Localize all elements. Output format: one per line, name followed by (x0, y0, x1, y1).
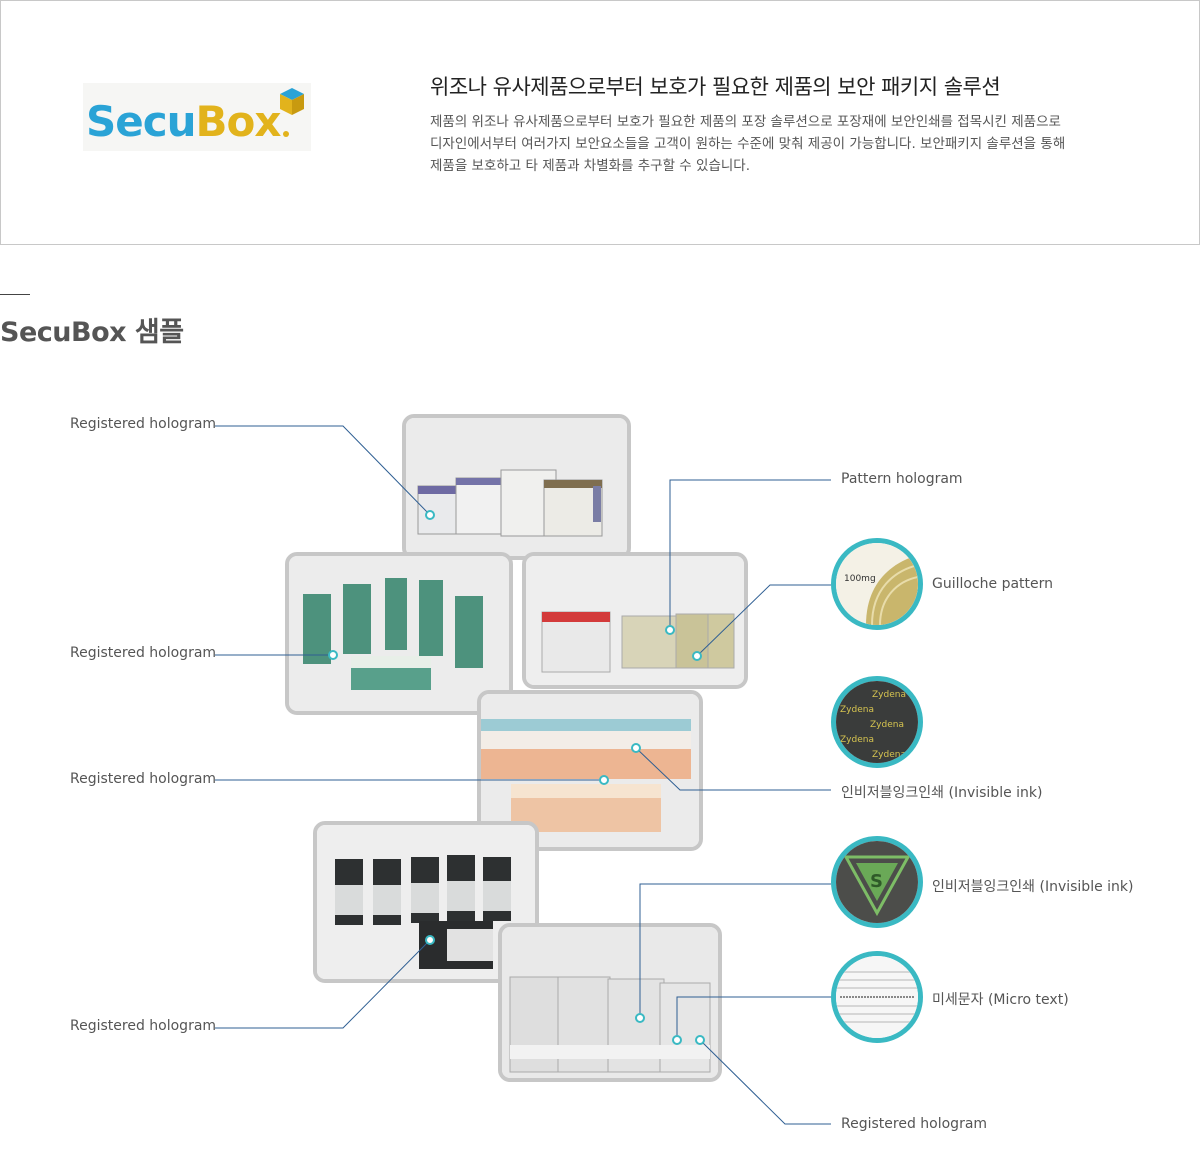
cube-icon (280, 88, 304, 115)
invisible-ink-mark: S (870, 871, 883, 892)
invisible-ink-text: Zydena (840, 705, 874, 715)
micro-text-detail-circle (831, 951, 923, 1043)
invisible-ink-detail-circle: Zydena Zydena Zydena Zydena Zydena (831, 676, 923, 768)
logo-dot (283, 131, 289, 137)
secubox-logo: SecuBox (83, 83, 311, 151)
sample-photo-green-boxes (285, 552, 513, 715)
invisible-ink-text: Zydena (840, 735, 874, 745)
callout-label-registered-hologram: Registered hologram (70, 416, 217, 432)
callout-label-registered-hologram: Registered hologram (70, 645, 217, 661)
hero-description-line: 디자인에서부터 여러가지 보안요소들을 고객이 원하는 수준에 맞춰 제공이 가… (430, 136, 1066, 152)
section-divider (0, 294, 30, 295)
sample-photo-pharma-boxes (402, 414, 631, 560)
invisible-ink-text: Zydena (870, 720, 904, 730)
hero-description-line: 제품의 위조나 유사제품으로부터 보호가 필요한 제품의 포장 솔루션으로 포장… (430, 114, 1061, 130)
intro-banner: SecuBox 위조나 유사제품으로부터 보호가 필요한 제품의 보안 패키지 … (0, 0, 1200, 245)
callout-label-registered-hologram: Registered hologram (841, 1116, 988, 1132)
callout-label-invisible-ink: 인비저블잉크인쇄 (Invisible ink) (932, 879, 1134, 895)
callout-label-guilloche-pattern: Guilloche pattern (932, 576, 1054, 592)
callout-label-registered-hologram: Registered hologram (70, 1018, 217, 1034)
callout-label-micro-text: 미세문자 (Micro text) (932, 992, 1069, 1008)
callout-label-pattern-hologram: Pattern hologram (841, 471, 963, 487)
hero-title: 위조나 유사제품으로부터 보호가 필요한 제품의 보안 패키지 솔루션 (430, 75, 1001, 99)
hero-description-line: 제품을 보호하고 타 제품과 차별화를 추구할 수 있습니다. (430, 158, 750, 174)
guilloche-dose-text: 100mg (844, 574, 876, 584)
invisible-ink-text: Zydena (872, 690, 906, 700)
logo-secu-text: Secu (86, 97, 197, 146)
sample-photo-silver-boxes (498, 923, 722, 1082)
sample-photo-mvix-boxes (522, 552, 748, 689)
section-title: SecuBox 샘플 (0, 317, 184, 348)
callout-label-invisible-ink: 인비저블잉크인쇄 (Invisible ink) (841, 785, 1043, 801)
callout-label-registered-hologram: Registered hologram (70, 771, 217, 787)
hero-description: 제품의 위조나 유사제품으로부터 보호가 필요한 제품의 포장 솔루션으로 포장… (430, 111, 1110, 177)
logo-wordmark: SecuBox (86, 97, 281, 146)
invisible-ink-shield-circle: S (831, 836, 923, 928)
guilloche-detail-circle: 100mg (831, 538, 923, 630)
logo-box-text: Box (195, 97, 282, 146)
invisible-ink-text: Zydena (872, 750, 906, 760)
